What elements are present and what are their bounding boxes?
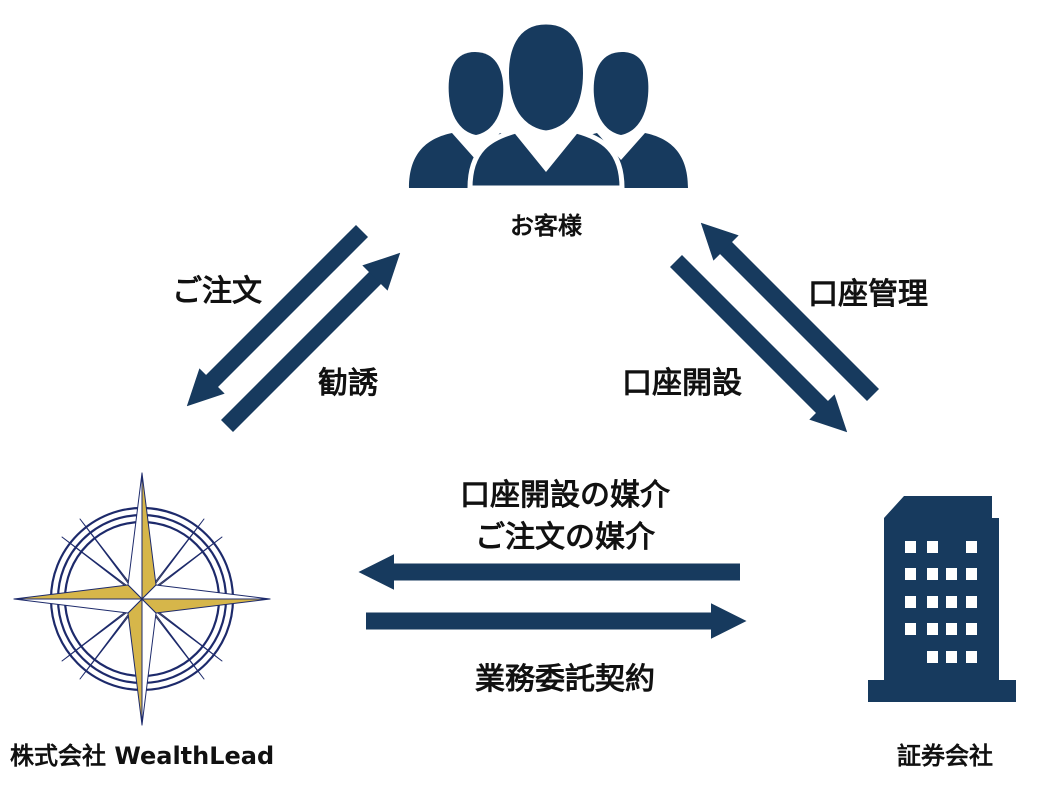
account-opening-arrow	[669, 254, 848, 433]
securities-label: 証券会社	[897, 742, 993, 770]
account-management-label: 口座管理	[808, 277, 928, 312]
people-group-icon	[409, 19, 688, 191]
mediation-label-line1: 口座開設の媒介	[460, 478, 670, 513]
solicitation-arrow	[220, 252, 401, 433]
office-building-icon	[868, 496, 1016, 702]
customer-label: お客様	[510, 212, 582, 240]
compass-star-logo	[13, 472, 271, 726]
mediation-label-line2: ご注文の媒介	[475, 520, 655, 555]
business-contract-label: 業務委託契約	[475, 662, 655, 697]
company-label: 株式会社 WealthLead	[10, 742, 275, 770]
account-management-arrow	[700, 222, 880, 402]
order-arrow	[186, 224, 369, 407]
account-opening-label: 口座開設	[622, 366, 742, 401]
solicitation-label: 勧誘	[318, 366, 378, 401]
order-label: ご注文	[172, 274, 262, 309]
